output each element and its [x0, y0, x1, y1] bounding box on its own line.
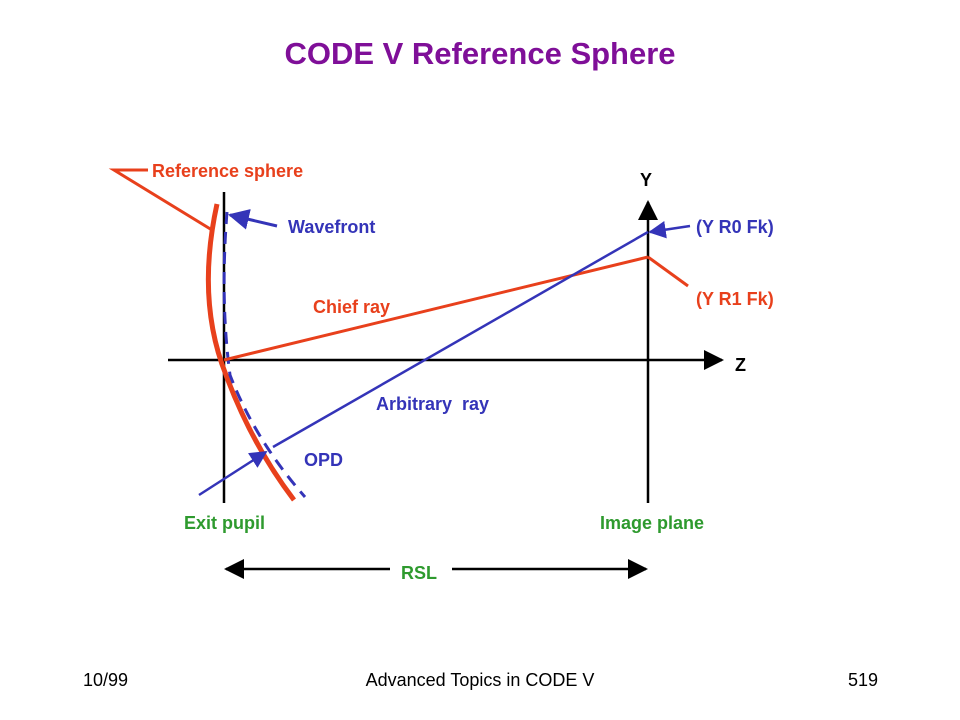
label-wavefront: Wavefront — [288, 217, 375, 237]
label-y-r0-fk: (Y R0 Fk) — [696, 217, 774, 237]
slide-title: CODE V Reference Sphere — [284, 36, 676, 71]
wavefront-leader — [227, 209, 278, 230]
label-y-r1-fk: (Y R1 Fk) — [696, 289, 774, 309]
reference-sphere-leader — [108, 168, 213, 232]
label-opd: OPD — [304, 450, 343, 470]
y-r0-fk-leader — [648, 221, 691, 239]
arbitrary-ray-line — [272, 230, 649, 449]
footer-course-title: Advanced Topics in CODE V — [365, 670, 595, 690]
label-z-axis: Z — [735, 355, 746, 375]
y-r1-fk-leader — [647, 255, 689, 288]
label-image-plane: Image plane — [600, 513, 704, 533]
wavefront-curve — [222, 211, 307, 498]
footer-page-number: 519 — [847, 670, 878, 690]
footer-date: 10/99 — [83, 670, 129, 690]
label-y-axis: Y — [640, 170, 652, 190]
reference-sphere-arc — [205, 203, 296, 502]
label-rsl: RSL — [401, 563, 437, 583]
label-reference-sphere: Reference sphere — [152, 161, 303, 181]
label-chief-ray: Chief ray — [313, 297, 390, 317]
opd-leader — [198, 450, 268, 497]
label-exit-pupil: Exit pupil — [184, 513, 265, 533]
chief-ray-line — [223, 255, 649, 362]
label-arbitrary-ray: Arbitrary ray — [376, 394, 489, 414]
